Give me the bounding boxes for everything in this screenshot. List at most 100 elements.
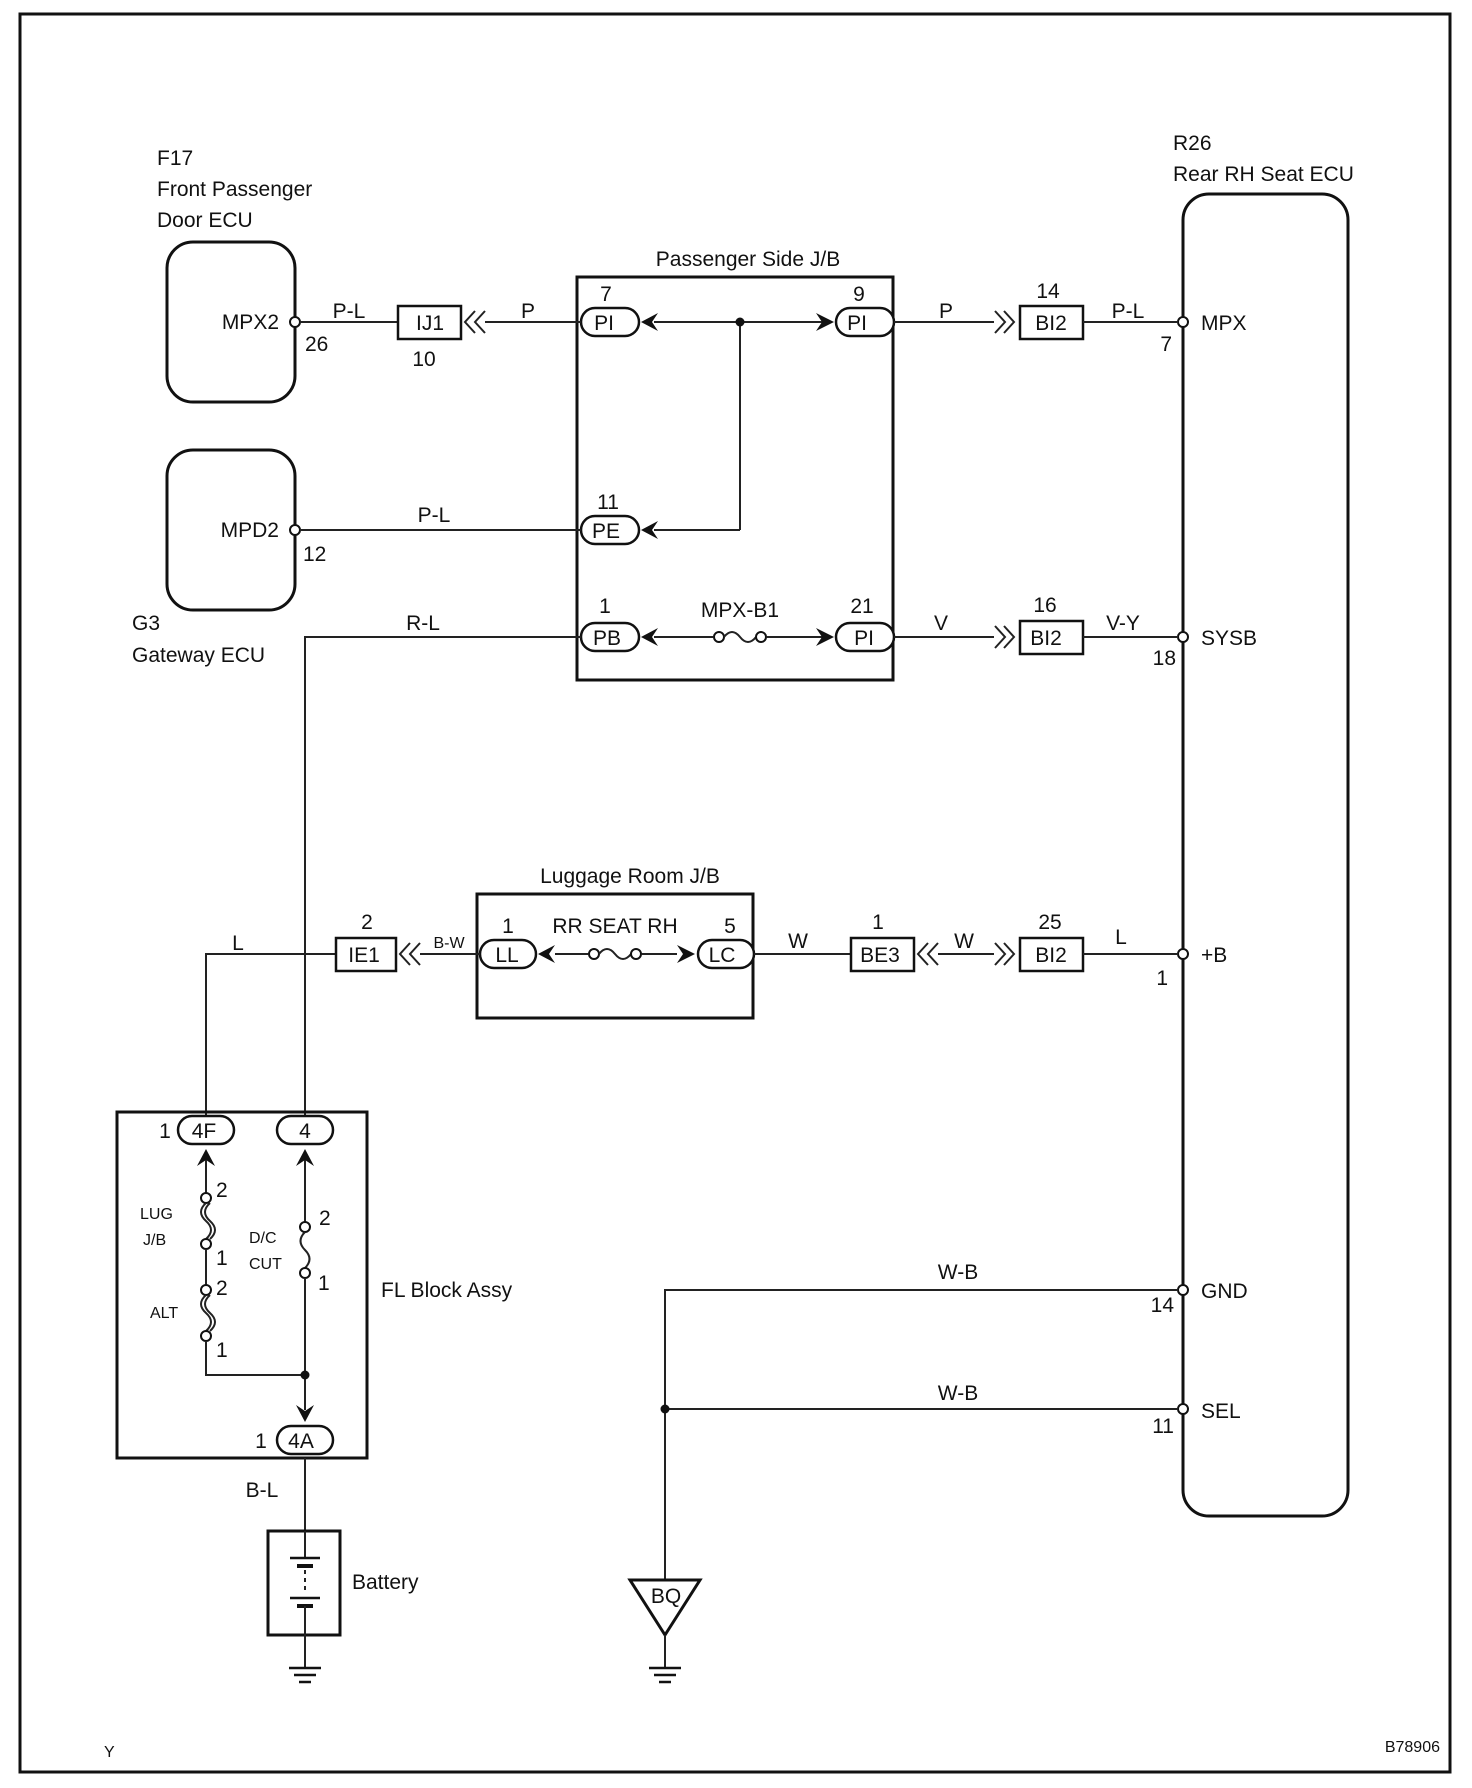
ie1-pin: 2 <box>361 911 373 934</box>
pi-9-pin: 9 <box>853 283 865 306</box>
bi2-14-chevron-icon <box>994 310 1016 334</box>
svg-text:PI: PI <box>854 627 874 650</box>
pi-21-pin: 21 <box>850 595 873 618</box>
wire-batt: B-L <box>246 1479 279 1502</box>
svg-text:4A: 4A <box>288 1430 314 1453</box>
f17-pin-name: MPX2 <box>222 311 279 334</box>
g3-pin-name: MPD2 <box>221 519 279 542</box>
r26-mpx-no: 7 <box>1160 333 1172 356</box>
f17-pin-no: 26 <box>305 333 328 356</box>
fl-4f-female-icon <box>197 1149 215 1166</box>
wire-mpx2-ij1: P-L <box>333 300 366 323</box>
r26-rear-rh-seat-ecu: R26 Rear RH Seat ECU MPX 7 SYSB 18 +B 1 … <box>1151 132 1354 1518</box>
r26-mpx-name: MPX <box>1201 312 1247 335</box>
be3-pin: 1 <box>872 911 884 934</box>
lc-5-pin: 5 <box>724 915 736 938</box>
bi2-14-pin: 14 <box>1036 280 1060 303</box>
f17-name-line1: Front Passenger <box>157 178 312 201</box>
battery-icon <box>290 1531 320 1635</box>
sysb-line: R-L V BI2 16 V-Y <box>304 594 1178 1122</box>
wire-bi2-b: L <box>1115 926 1127 949</box>
fl-4-female-icon <box>296 1149 314 1166</box>
bi2-14-junction <box>1018 304 1085 341</box>
fl-4a-pin: 1 <box>255 1430 267 1453</box>
svg-text:PI: PI <box>847 312 867 335</box>
dc-cut-pin-bottom: 1 <box>318 1272 330 1295</box>
battery-name: Battery <box>352 1571 419 1594</box>
g3-gateway-ecu: MPD2 12 G3 Gateway ECU <box>132 448 326 667</box>
f17-code: F17 <box>157 147 193 170</box>
ll-1-pin: 1 <box>502 915 514 938</box>
r26-gnd-name: GND <box>1201 1280 1248 1303</box>
passenger-side-jb: Passenger Side J/B MPX-B1 PI 7 PI 9 <box>575 248 896 682</box>
r26-gnd-terminal <box>1177 1284 1189 1296</box>
wire-lc-be3: W <box>788 930 808 953</box>
fl-4f-connector <box>176 1114 236 1146</box>
pb-1-female-icon <box>641 628 658 646</box>
r26-sysb-terminal <box>1177 631 1189 643</box>
alt-fuse-icon <box>200 1294 216 1332</box>
battery-ground-icon <box>289 1666 321 1684</box>
pi-9-male-icon <box>816 313 834 331</box>
r26-b-no: 1 <box>1156 967 1168 990</box>
ij1-pin: 10 <box>412 348 435 371</box>
r26-code: R26 <box>1173 132 1212 155</box>
r26-mpx-terminal <box>1177 316 1189 328</box>
passenger-jb-splice <box>735 317 745 327</box>
svg-text:LC: LC <box>709 944 736 967</box>
rr-seat-rh-fuse-label: RR SEAT RH <box>552 915 677 938</box>
bi2-14-label: BI2 <box>1035 312 1067 335</box>
svg-text:4F: 4F <box>192 1120 217 1143</box>
fl-4-connector <box>275 1114 335 1146</box>
f17-front-passenger-door-ecu: F17 Front Passenger Door ECU MPX2 26 <box>157 147 328 404</box>
lug-jb-pin-top: 2 <box>216 1179 228 1202</box>
rr-seat-rh-fuse-icon <box>588 948 642 960</box>
pi-7-pin: 7 <box>600 283 612 306</box>
fl-block-assy: FL Block Assy 4F 1 4 2 1 LUG J/B 2 1 ALT… <box>115 1110 513 1460</box>
figure-id: B78906 <box>1385 1739 1440 1756</box>
bq-label: BQ <box>651 1585 681 1608</box>
ll-1-female-icon <box>538 945 555 963</box>
wire-fl-ie1: L <box>232 932 244 955</box>
ground-splice <box>660 1404 670 1414</box>
ie1-junction <box>334 936 398 973</box>
bq-ground-icon <box>649 1666 681 1684</box>
pe-11-pin: 11 <box>597 491 619 514</box>
corner-left-mark: Y <box>104 1744 115 1761</box>
r26-b-name: +B <box>1201 944 1227 967</box>
wire-jb-bi2-top: P <box>939 300 953 323</box>
r26-ecu-body <box>1181 192 1350 1518</box>
battery: B-L Battery <box>246 1458 419 1684</box>
passenger-jb-name: Passenger Side J/B <box>656 248 840 271</box>
ie1-label: IE1 <box>348 944 380 967</box>
wire-ie1-ll: B-W <box>433 935 465 952</box>
r26-gnd-no: 14 <box>1151 1294 1175 1317</box>
r26-sel-terminal <box>1177 1403 1189 1415</box>
pi-21-male-icon <box>816 628 834 646</box>
g3-pin-no: 12 <box>303 543 326 566</box>
ij1-label: IJ1 <box>416 312 444 335</box>
dc-cut-label-1: D/C <box>249 1230 277 1247</box>
wire-jb-bi2-mid: V <box>934 612 948 635</box>
svg-text:LL: LL <box>495 944 518 967</box>
be3-junction <box>849 936 916 973</box>
g3-terminal <box>289 524 301 536</box>
pe-11-female-icon <box>641 521 658 539</box>
passenger-jb-box <box>575 275 895 682</box>
g3-name: Gateway ECU <box>132 644 265 667</box>
bi2-25-pin: 25 <box>1038 911 1061 934</box>
svg-text:PI: PI <box>594 312 614 335</box>
svg-text:PB: PB <box>593 627 621 650</box>
mpx-b1-fuse-label: MPX-B1 <box>701 599 779 622</box>
dc-cut-fuse-icon <box>299 1231 311 1269</box>
alt-pin-bottom: 1 <box>216 1339 228 1362</box>
pi-7-female-icon <box>641 313 658 331</box>
wire-mpd2-pe: P-L <box>418 504 451 527</box>
b-plus-line: L IE1 2 B-W W BE3 1 W BI2 25 L <box>205 911 1178 1122</box>
lug-jb-label-1: LUG <box>140 1206 173 1223</box>
r26-name: Rear RH Seat ECU <box>1173 163 1354 186</box>
wire-bi2-mpx: P-L <box>1112 300 1145 323</box>
be3-label: BE3 <box>860 944 900 967</box>
luggage-jb-name: Luggage Room J/B <box>540 865 720 888</box>
